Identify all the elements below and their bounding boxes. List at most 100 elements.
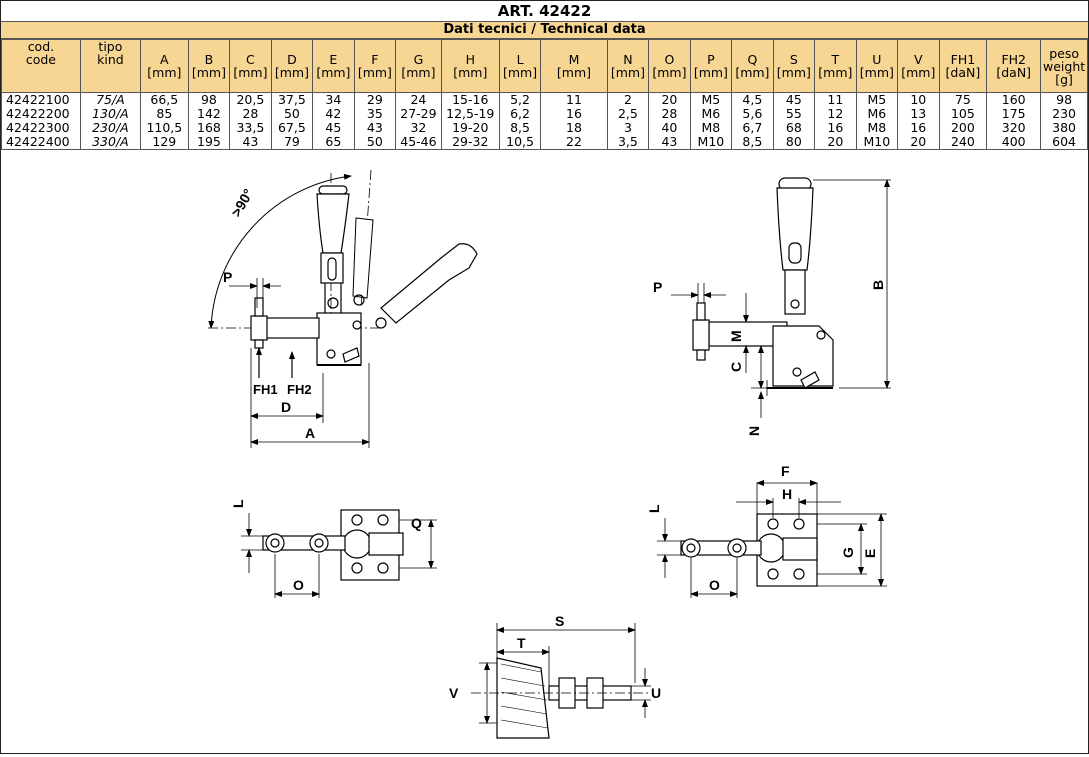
column-header: T[mm] xyxy=(814,39,857,93)
table-cell: 142 xyxy=(187,107,231,121)
table-cell: 168 xyxy=(187,121,231,135)
dim-label-m: M xyxy=(728,330,744,342)
table-cell: 20 xyxy=(814,135,857,150)
dim-label-g: G xyxy=(840,547,856,558)
table-cell: 230 xyxy=(1040,107,1088,121)
dim-label-s: S xyxy=(555,613,564,629)
column-header: D[mm] xyxy=(270,39,314,93)
column-header-bottom: [mm] xyxy=(357,65,392,80)
table-cell: 42422300 xyxy=(1,121,81,135)
column-header-top: C xyxy=(246,52,255,67)
table-cell: 42422100 xyxy=(1,92,81,107)
column-header-top: F xyxy=(371,52,379,67)
column-header-bottom: [mm] xyxy=(556,65,592,80)
angle-label: >90° xyxy=(228,186,257,219)
table-cell: 16 xyxy=(897,121,940,135)
table-cell: 3 xyxy=(606,121,650,135)
table-cell: 8,5 xyxy=(731,135,774,150)
table-cell: 380 xyxy=(1040,121,1088,135)
table-cell: 11 xyxy=(540,92,608,107)
dim-label-c: C xyxy=(728,362,744,372)
column-header-top: A xyxy=(160,52,169,67)
table-cell: 55 xyxy=(772,107,816,121)
dim-label-t: T xyxy=(517,635,526,651)
table-cell: 604 xyxy=(1040,135,1088,150)
column-header: A[mm] xyxy=(139,39,189,93)
column-header-top: O xyxy=(664,52,675,67)
column-header-top: peso xyxy=(1049,45,1079,61)
table-cell: 195 xyxy=(187,135,231,150)
column-header-top: E xyxy=(329,52,338,67)
dim-label-p: P xyxy=(223,269,232,285)
label-fh1: FH1 xyxy=(253,382,278,397)
table-cell: 29-32 xyxy=(440,135,500,150)
table-cell: 5,6 xyxy=(731,107,774,121)
table-cell: 5,2 xyxy=(498,92,542,107)
table-cell: 40 xyxy=(648,121,691,135)
column-header: L[mm] xyxy=(498,39,542,93)
table-cell: 28 xyxy=(229,107,272,121)
table-cell: 75/A xyxy=(79,92,141,107)
table-cell: 35 xyxy=(353,107,397,121)
column-header: B[mm] xyxy=(187,39,231,93)
table-cell: 29 xyxy=(353,92,397,107)
table-cell: 37,5 xyxy=(270,92,314,107)
table-cell: 32 xyxy=(395,121,442,135)
column-header: O[mm] xyxy=(648,39,691,93)
page-subtitle: Dati tecnici / Technical data xyxy=(1,22,1088,39)
table-cell: 27-29 xyxy=(395,107,442,121)
table-cell: 45 xyxy=(312,121,355,135)
column-header-bottom: [mm] xyxy=(652,65,687,80)
table-cell: 65 xyxy=(312,135,355,150)
table-cell: 160 xyxy=(986,92,1042,107)
column-header: FH1[daN] xyxy=(938,39,988,93)
dim-label-b: B xyxy=(870,280,886,290)
table-cell: M5 xyxy=(689,92,733,107)
table-cell: 129 xyxy=(139,135,189,150)
column-header: M[mm] xyxy=(540,39,608,93)
column-header-top: G xyxy=(413,52,424,67)
table-cell: 10 xyxy=(897,92,940,107)
table-cell: 75 xyxy=(938,92,988,107)
column-header-bottom: [mm] xyxy=(316,65,351,80)
table-cell: M10 xyxy=(855,135,899,150)
table-cell: 22 xyxy=(540,135,608,150)
column-header-bottom: [mm] xyxy=(859,65,894,80)
column-header-bottom: [mm] xyxy=(693,65,728,80)
column-header-top: FH1 xyxy=(950,52,976,67)
front-view-drawing xyxy=(671,177,891,418)
table-cell: M8 xyxy=(855,121,899,135)
table-cell: 28 xyxy=(648,107,691,121)
column-header-mid: weight xyxy=(1043,58,1086,74)
column-header-top: cod. xyxy=(27,39,55,54)
table-cell: 240 xyxy=(938,135,988,150)
table-cell: M8 xyxy=(689,121,733,135)
column-header: G[mm] xyxy=(395,39,442,93)
table-cell: 175 xyxy=(986,107,1042,121)
table-cell: 200 xyxy=(938,121,988,135)
column-header-bottom: kind xyxy=(97,52,124,67)
table-cell: 20,5 xyxy=(229,92,272,107)
column-header-top: S xyxy=(789,52,798,67)
table-cell: 320 xyxy=(986,121,1042,135)
dim-label-d: D xyxy=(281,399,291,415)
dim-label-f: F xyxy=(781,463,790,479)
column-header-bottom: [mm] xyxy=(147,65,182,80)
column-header-top: Q xyxy=(747,52,758,67)
dim-label-q: Q xyxy=(411,515,422,531)
table-cell: 10,5 xyxy=(498,135,542,150)
column-header-top: M xyxy=(568,52,580,67)
side-view-drawing xyxy=(208,169,478,448)
table-cell: 4,5 xyxy=(731,92,774,107)
table-cell: 110,5 xyxy=(139,121,189,135)
table-cell: 43 xyxy=(648,135,691,150)
dim-label-h: H xyxy=(782,486,792,502)
table-cell: 16 xyxy=(540,107,608,121)
